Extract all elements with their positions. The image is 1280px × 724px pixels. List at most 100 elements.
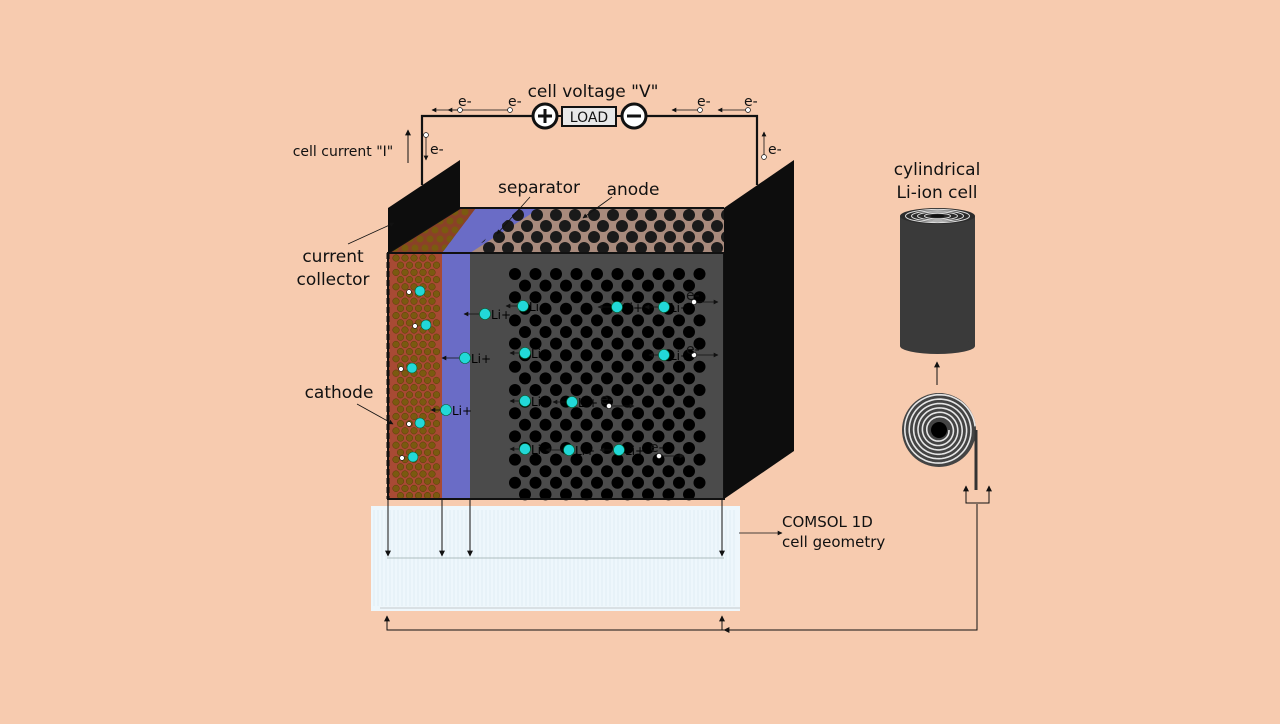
graphite-particle xyxy=(693,407,706,420)
graphite-particle xyxy=(521,220,533,232)
graphite-particle xyxy=(539,279,552,292)
electron: e- xyxy=(650,440,685,459)
cathode-particle xyxy=(396,420,405,428)
cathode-particle xyxy=(419,427,427,435)
graphite-particle xyxy=(621,349,634,362)
lithium-ion: Li+ xyxy=(644,301,690,315)
cathode-particle xyxy=(414,261,423,269)
cathode-particle xyxy=(428,355,436,363)
cathode-particle xyxy=(405,333,414,341)
cathode-particle xyxy=(432,333,441,341)
cathode-particle xyxy=(414,276,423,284)
lithium-ion: Li+ xyxy=(597,301,643,315)
graphite-particle xyxy=(642,418,654,431)
graphite-particle xyxy=(635,220,647,232)
graphite-particle xyxy=(632,476,644,489)
graphite-particle xyxy=(711,242,723,253)
cathode-particle xyxy=(396,276,405,284)
graphite-particle xyxy=(519,279,531,292)
cathode-particle xyxy=(401,384,409,392)
cathode-particle xyxy=(401,427,409,435)
graphite-particle xyxy=(578,220,590,232)
graphite-particle xyxy=(560,488,572,501)
lithium-ion: Li+ xyxy=(552,396,598,410)
graphite-particle xyxy=(529,384,542,396)
graphite-particle xyxy=(591,476,603,489)
graphite-particle xyxy=(529,476,542,489)
graphite-particle xyxy=(509,476,521,489)
external-circuit: LOAD cell voltage "V" cell current "I" xyxy=(293,82,759,185)
graphite-particle xyxy=(642,372,654,385)
cylindrical-label-2: Li-ion cell xyxy=(897,183,978,203)
graphite-particle xyxy=(632,360,644,373)
lithium-ion: Li+ xyxy=(509,347,551,361)
cathode-particle xyxy=(419,340,427,348)
cathode-particle xyxy=(392,384,400,392)
graphite-particle xyxy=(683,488,695,501)
cathode-particle xyxy=(416,235,424,243)
cathode-particle xyxy=(432,304,441,312)
graphite-particle xyxy=(611,430,624,443)
cathode-particle xyxy=(419,384,427,392)
cathode-particle xyxy=(432,348,441,356)
graphite-particle xyxy=(588,209,600,221)
graphite-particle xyxy=(509,384,521,396)
electron-label: e- xyxy=(508,94,522,110)
graphite-particle xyxy=(509,360,521,373)
cathode-particle xyxy=(451,226,459,234)
cathode-particle xyxy=(401,297,409,305)
cathode-particle xyxy=(401,268,409,276)
graphite-particle xyxy=(560,279,572,292)
graphite-particle xyxy=(683,442,695,454)
graphite-particle xyxy=(580,349,593,362)
graphite-particle xyxy=(601,372,613,385)
graphite-particle xyxy=(570,430,583,443)
cathode-particle xyxy=(401,441,409,449)
graphite-particle xyxy=(550,291,562,304)
graphite-particle xyxy=(632,453,644,466)
graphite-particle xyxy=(683,279,695,292)
graphite-particle xyxy=(673,453,685,466)
graphite-particle xyxy=(607,209,619,221)
graphite-particle xyxy=(529,360,542,373)
graphite-particle xyxy=(621,326,634,338)
intercalated-lithium-ion xyxy=(412,319,432,331)
cathode-particle xyxy=(432,276,441,284)
cathode-particle xyxy=(432,376,441,384)
graphite-particle xyxy=(611,291,624,304)
graphite-particle xyxy=(683,326,695,338)
graphite-particle xyxy=(550,360,562,373)
cathode-particle xyxy=(401,312,409,320)
projection-arrows xyxy=(385,499,725,557)
graphite-particle xyxy=(601,442,613,454)
graphite-particle xyxy=(519,488,531,501)
graphite-particle xyxy=(580,395,593,408)
cathode-particle xyxy=(428,412,436,420)
cathode-particle xyxy=(423,391,432,399)
intercalated-lithium-ion xyxy=(406,417,426,429)
cathode-particle xyxy=(401,340,409,348)
cathode-particle xyxy=(410,398,418,406)
graphite-particle xyxy=(601,465,613,478)
electron-label: e- xyxy=(650,440,664,456)
graphite-particle xyxy=(591,453,603,466)
lithium-ion-label: Li+ xyxy=(531,443,551,457)
graphite-particle xyxy=(509,314,521,327)
cathode-particle xyxy=(410,470,418,478)
graphite-particle xyxy=(550,268,562,280)
graphite-particle xyxy=(652,384,665,396)
graphite-particle xyxy=(693,453,706,466)
graphite-particle xyxy=(693,337,706,350)
cathode-particle xyxy=(396,348,405,356)
graphite-particle xyxy=(601,302,613,315)
cathode-particle xyxy=(396,448,405,456)
graphite-particle xyxy=(570,268,583,280)
cathode-particle xyxy=(396,434,405,442)
graphite-particle xyxy=(683,395,695,408)
cathode-particle xyxy=(432,492,441,499)
cathode-particle xyxy=(410,340,418,348)
graphite-particle xyxy=(509,268,521,280)
graphite-particle xyxy=(539,395,552,408)
graphite-particle xyxy=(642,465,654,478)
cathode-particle xyxy=(405,376,414,384)
